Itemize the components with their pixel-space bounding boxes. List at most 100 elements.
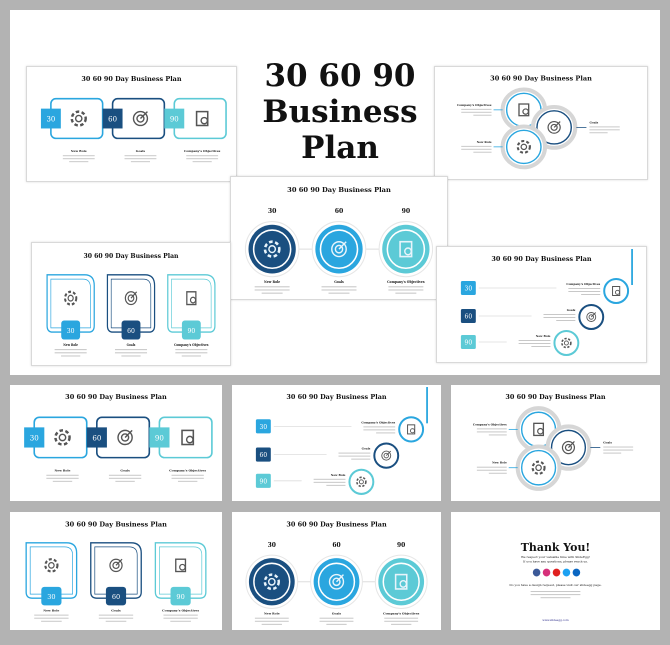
hero-title-line: Plan: [301, 130, 379, 166]
stage-circle: [248, 558, 295, 606]
placeholder-text-line: [62, 155, 95, 157]
youtube-icon[interactable]: [552, 568, 561, 577]
placeholder-text-line: [261, 292, 283, 294]
placeholder-text-line: [543, 317, 576, 318]
number-label: 60: [108, 116, 117, 124]
item-label: New Role: [492, 461, 507, 465]
document-outline: [186, 291, 197, 306]
item-label: Company's Objectives: [361, 420, 395, 424]
target-ring: [117, 429, 133, 446]
twitter-icon[interactable]: [562, 568, 571, 577]
placeholder-text-line: [326, 484, 346, 486]
document-icon: [533, 422, 545, 437]
magnifier: [537, 427, 544, 435]
placeholder-text-line: [105, 620, 127, 622]
target-icon: [124, 291, 138, 306]
card-outline: [25, 542, 78, 599]
target-ring: [109, 558, 123, 573]
number-box: [255, 419, 271, 434]
slide-thumbnail-thank-you[interactable]: Thank You!We respect your valuable time …: [451, 512, 660, 630]
facebook-icon[interactable]: [532, 568, 541, 577]
target-icon: [328, 573, 345, 590]
document-icon: [612, 286, 621, 296]
instagram-icon[interactable]: [542, 568, 551, 577]
placeholder-text-line: [326, 623, 347, 625]
inner-ring: [386, 229, 426, 270]
placeholder-text-line: [115, 480, 135, 482]
target-ring: [112, 561, 120, 570]
placeholder-text-line: [589, 126, 620, 128]
gear-icon: [70, 110, 87, 127]
card-outline: [167, 274, 216, 333]
magnifier: [404, 247, 412, 256]
number-label: 30: [465, 285, 473, 292]
placeholder-text-line: [130, 161, 151, 163]
item-label: New Role: [71, 149, 87, 153]
placeholder-text-line: [543, 314, 576, 315]
number-box: [40, 108, 61, 129]
document-icon: [181, 429, 195, 446]
item-label: New Role: [264, 280, 280, 284]
target-ring: [564, 443, 573, 452]
placeholder-text-line: [171, 477, 204, 479]
placeholder-text-line: [556, 320, 576, 321]
number-label: 30: [47, 593, 55, 601]
item-label: Company's Objectives: [383, 612, 420, 616]
website-link[interactable]: www.slideegg.com: [542, 618, 569, 622]
number-label: 60: [335, 208, 344, 215]
slide-title: 30 60 90 Day Business Plan: [490, 75, 592, 83]
number-label: 30: [268, 208, 277, 215]
target-icon: [561, 440, 576, 455]
item-label: Goals: [603, 440, 612, 444]
target-arrow: [568, 441, 575, 448]
placeholder-text-line: [313, 481, 346, 483]
placeholder-text-line: [488, 472, 507, 474]
placeholder-text-line: [531, 346, 551, 347]
number-label: 90: [170, 116, 179, 124]
item-label: Company's Objectives: [174, 343, 209, 347]
placeholder-text-line: [124, 158, 157, 160]
document-outline: [612, 286, 621, 296]
number-box: [255, 473, 271, 488]
placeholder-text-line: [461, 108, 492, 110]
placeholder-text-line: [170, 620, 191, 622]
placeholder-text-line: [163, 617, 198, 619]
target-ring: [550, 123, 558, 131]
number-label: 60: [127, 327, 135, 335]
target-icon: [381, 450, 392, 461]
placeholder-text-line: [476, 469, 507, 471]
target-ring: [588, 314, 594, 320]
target-ring: [127, 294, 135, 302]
placeholder-text-line: [98, 617, 134, 619]
slide-title: 30 60 90 Day Business Plan: [65, 393, 167, 401]
number-box: [149, 427, 170, 448]
placeholder-text-line: [473, 114, 492, 116]
placeholder-text-line: [171, 474, 204, 476]
document-outline: [181, 429, 195, 446]
placeholder-text-line: [175, 349, 208, 351]
gear-hub: [267, 577, 276, 586]
target-icon: [547, 120, 561, 134]
magnifier: [189, 296, 197, 304]
document-icon: [394, 573, 408, 590]
card-inner-outline: [110, 278, 152, 329]
placeholder-text-line: [461, 148, 492, 150]
item-label: New Role: [536, 334, 551, 338]
linkedin-icon[interactable]: [572, 568, 581, 577]
card-outline: [90, 542, 142, 599]
stage-circle: [313, 558, 360, 606]
